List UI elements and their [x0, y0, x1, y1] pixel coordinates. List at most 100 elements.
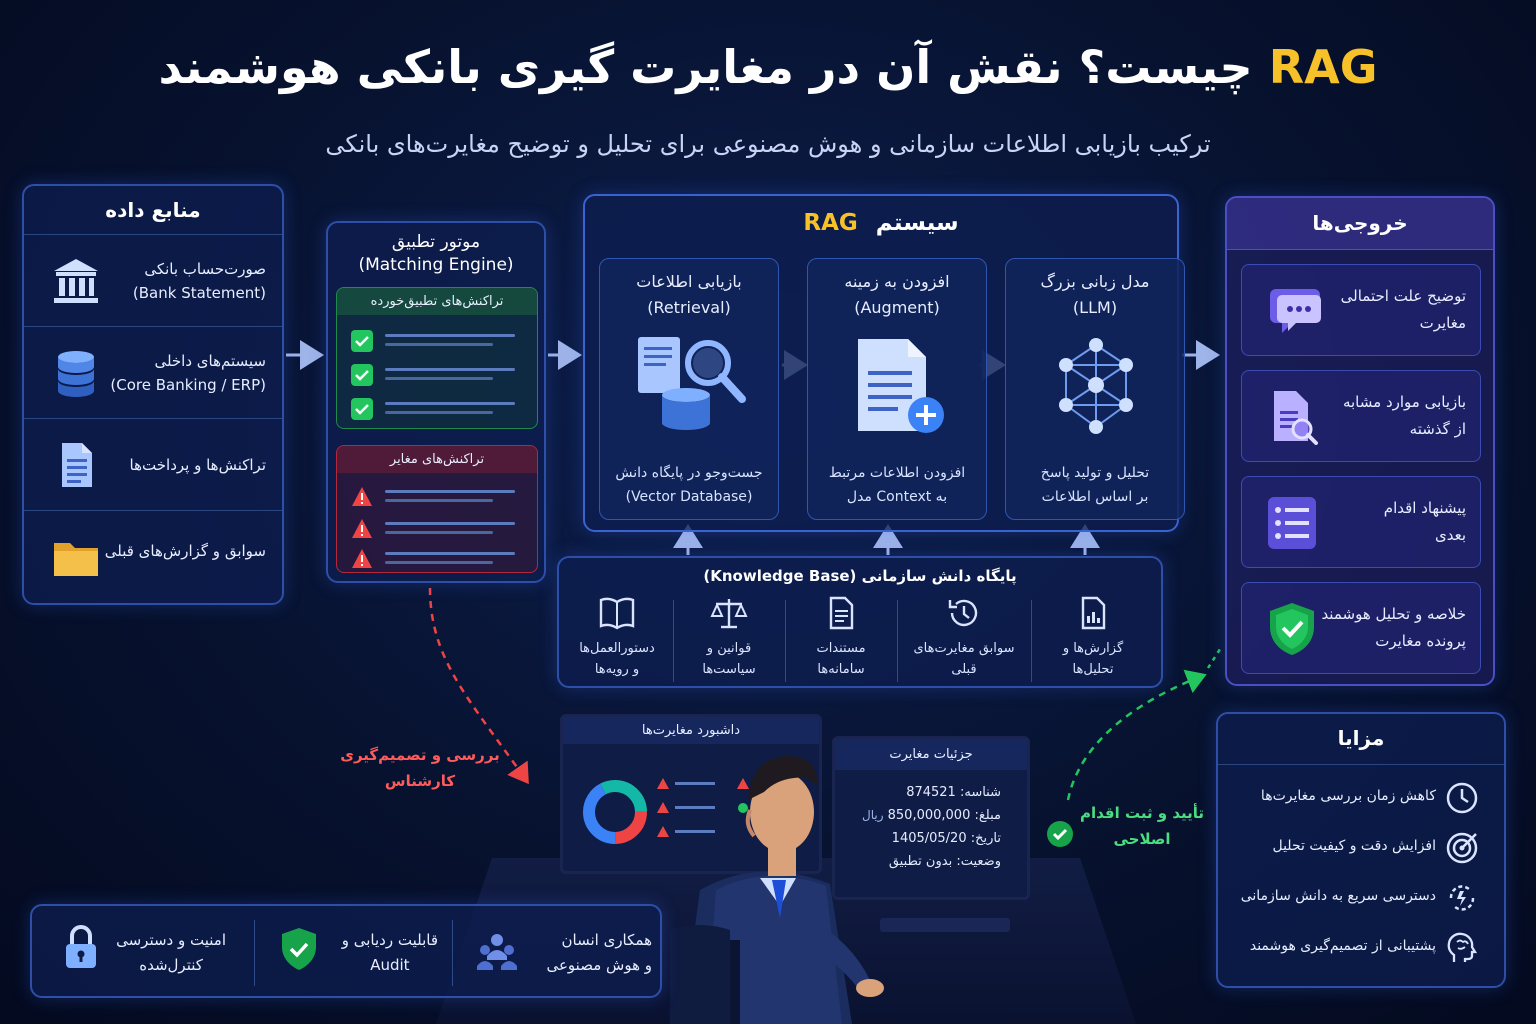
output-label-line1: خلاصه و تحلیل هوشمند: [1321, 605, 1466, 623]
kb-item-policies[interactable]: قوانین و سیاست‌ها: [673, 596, 785, 680]
matching-engine-title-fa: موتور تطبیق: [391, 232, 481, 252]
expert-review-label: بررسی و تصمیم‌گیری کارشناس: [330, 742, 510, 794]
rag-system-panel: سیستم RAG بازیابی اطلاعات (Retrieval) جس…: [583, 194, 1185, 532]
kb-label-line2: سامانه‌ها: [817, 662, 865, 677]
source-item-transactions[interactable]: تراکنش‌ها و پرداخت‌ها: [24, 418, 282, 508]
keyboard[interactable]: [880, 918, 1010, 932]
chat-icon: [1270, 289, 1321, 333]
source-item-previous-reports[interactable]: سوابق و گزارش‌های قبلی: [24, 510, 282, 600]
matched-row: [351, 398, 521, 420]
dashboard-content: [583, 778, 749, 844]
benefits-panel: مزایا کاهش زمان بررسی مغایرت‌ها افزایش د…: [1216, 712, 1506, 988]
kb-divider: [897, 600, 898, 682]
llm-card[interactable]: مدل زبانی بزرگ (LLM) تحلیل و تولید پاسخ …: [1005, 258, 1185, 520]
neural-network-icon: [1059, 338, 1133, 434]
clock-icon: [1446, 782, 1478, 814]
retrieval-card[interactable]: بازیابی اطلاعات (Retrieval) جست‌وجو در پ…: [599, 258, 779, 520]
kb-label-line2: و رویه‌ها: [594, 662, 640, 677]
card-title: مدل زبانی بزرگ (LLM): [1006, 269, 1184, 321]
card-title-en: (Augment): [854, 298, 940, 317]
matching-engine-title-en: (Matching Engine): [358, 255, 514, 275]
card-title-en: (LLM): [1072, 298, 1118, 317]
output-label-line2: از گذشته: [1409, 420, 1466, 438]
file-text-icon: [829, 596, 854, 630]
details-list: شناسه: 874521 مبلغ: 850,000,000 ریال تار…: [862, 781, 1001, 873]
card-body-line2: (Vector Database): [625, 489, 753, 505]
title-accent: RAG: [1268, 40, 1378, 94]
outputs-title: خروجی‌ها: [1312, 211, 1408, 235]
kb-label-line1: گزارش‌ها و: [1062, 641, 1124, 656]
file-search-icon: [1274, 391, 1318, 445]
search-database-icon: [638, 337, 746, 430]
shield-check-icon: [1270, 603, 1314, 655]
page-title: RAG چیست؟ نقش آن در مغایرت گیری بانکی هو…: [0, 40, 1536, 94]
footer-label-line2: Audit: [370, 956, 410, 974]
card-body: جست‌وجو در پایگاه دانش (Vector Database): [600, 461, 778, 509]
bank-icon: [54, 259, 98, 303]
matched-row: [351, 364, 521, 386]
card-title-fa: افزودن به زمینه: [844, 272, 950, 291]
benefit-label: افزایش دقت و کیفیت تحلیل: [1272, 838, 1436, 854]
check-icon: [351, 364, 373, 386]
footer-label-line2: و هوش مصنوعی: [546, 956, 652, 974]
confirm-action-label: تأیید و ثبت اقدام اصلاحی: [1072, 800, 1212, 852]
matching-engine-panel: موتور تطبیق (Matching Engine) تراکنش‌های…: [326, 221, 546, 583]
source-item-bank-statement[interactable]: صورت‌حساب بانکی (Bank Statement): [24, 234, 282, 324]
kb-label-line1: دستورالعمل‌ها: [579, 641, 655, 656]
card-body: افزودن اطلاعات مرتبط به Context مدل: [808, 461, 986, 509]
document-add-icon: [858, 339, 944, 433]
knowledge-base-panel: پایگاه دانش سازمانی (Knowledge Base) دست…: [557, 556, 1163, 688]
kb-label-line1: مستندات: [816, 641, 866, 656]
folder-icon: [54, 543, 98, 576]
detail-value: 874521: [906, 785, 956, 800]
matched-transactions-label: تراکنش‌های تطبیق‌خورده: [337, 288, 537, 315]
output-label-line2: پرونده مغایرت: [1375, 632, 1466, 650]
source-item-core-banking[interactable]: سیستم‌های داخلی (Core Banking / ERP): [24, 326, 282, 416]
confirm-check-icon: [1046, 820, 1074, 852]
title-rest: چیست؟ نقش آن در مغایرت گیری بانکی هوشمند: [158, 40, 1269, 94]
benefit-item: دسترسی سریع به دانش سازمانی: [1234, 876, 1492, 920]
check-icon: [351, 398, 373, 420]
benefits-title: مزایا: [1337, 726, 1385, 750]
confirm-action-line1: تأیید و ثبت اقدام: [1079, 804, 1205, 822]
augment-card[interactable]: افزودن به زمینه (Augment) افزودن اطلاعات…: [807, 258, 987, 520]
kb-label: مستندات سامانه‌ها: [785, 638, 897, 680]
document-icon: [62, 443, 92, 487]
mismatched-transactions-box[interactable]: تراکنش‌های مغایر: [336, 445, 538, 573]
card-body-line1: تحلیل و تولید پاسخ: [1040, 465, 1150, 481]
warning-icon: [352, 519, 372, 538]
kb-label-line2: سیاست‌ها: [702, 662, 756, 677]
expert-review-line1: بررسی و تصمیم‌گیری: [340, 746, 500, 764]
kb-item-documentation[interactable]: مستندات سامانه‌ها: [785, 596, 897, 680]
list-icon: [1268, 497, 1316, 549]
output-item-smart-summary[interactable]: خلاصه و تحلیل هوشمند پرونده مغایرت: [1241, 582, 1481, 674]
card-body-line2: به Context مدل: [846, 489, 948, 505]
matched-transactions-box[interactable]: تراکنش‌های تطبیق‌خورده: [336, 287, 538, 429]
details-monitor[interactable]: جزئیات مغایرت شناسه: 874521 مبلغ: 850,00…: [832, 736, 1030, 900]
card-title-fa: بازیابی اطلاعات: [636, 272, 742, 291]
dashboard-title: داشبورد مغایرت‌ها: [563, 717, 819, 744]
detail-label: شناسه:: [959, 785, 1001, 800]
matching-engine-title: موتور تطبیق (Matching Engine): [328, 231, 544, 277]
benefit-item: کاهش زمان بررسی مغایرت‌ها: [1234, 776, 1492, 820]
benefit-label: دسترسی سریع به دانش سازمانی: [1240, 888, 1436, 904]
card-body-line1: جست‌وجو در پایگاه دانش: [615, 465, 763, 481]
kb-item-procedures[interactable]: دستورالعمل‌ها و رویه‌ها: [561, 596, 673, 680]
details-title: جزئیات مغایرت: [835, 739, 1027, 770]
source-label-fa: سیستم‌های داخلی: [154, 352, 266, 370]
brain-icon: [1447, 932, 1478, 962]
kb-divider: [1031, 600, 1032, 682]
kb-label-line1: قوانین و: [706, 641, 752, 656]
